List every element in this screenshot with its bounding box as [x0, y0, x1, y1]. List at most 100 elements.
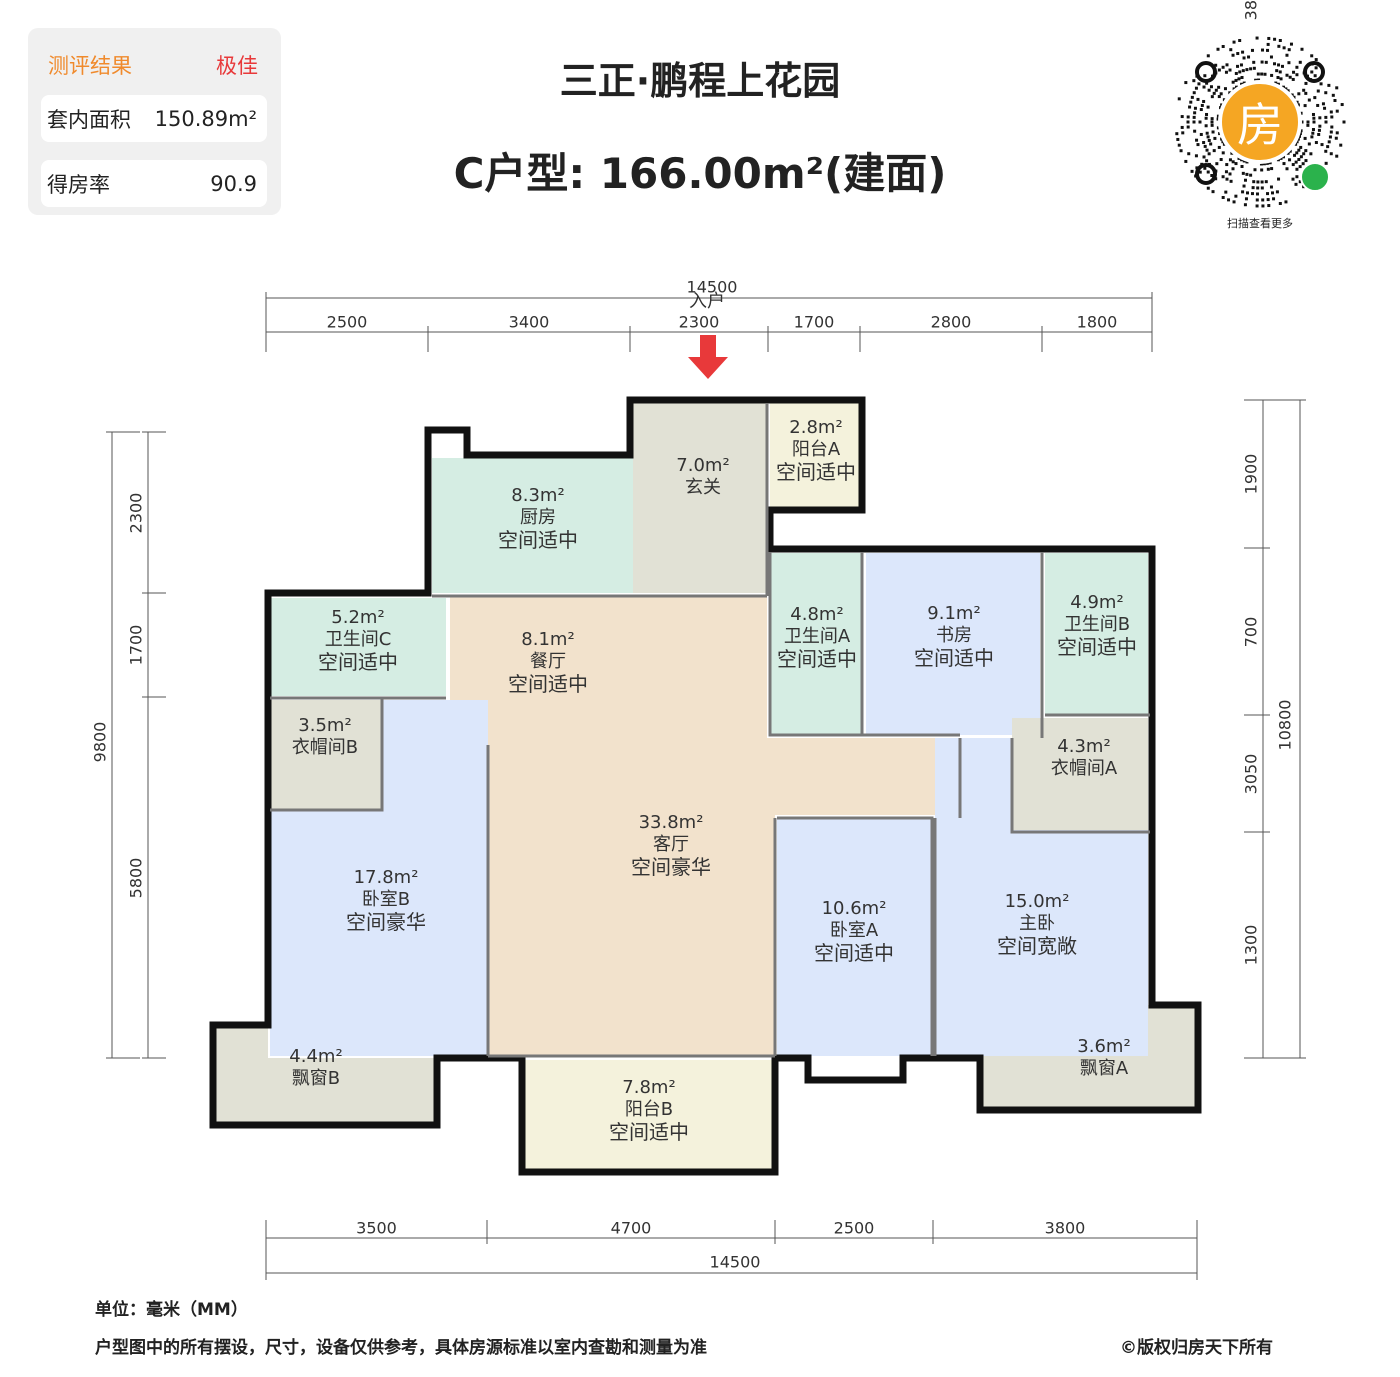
room-quality: 空间适中: [508, 672, 588, 696]
room-area: 4.4m²: [289, 1046, 343, 1067]
room-area: 3.6m²: [1077, 1036, 1131, 1057]
room-name: 卫生间B: [1063, 614, 1131, 635]
room-name: 阳台B: [624, 1099, 674, 1120]
dimension-label: 2300: [678, 312, 720, 332]
room-name: 飘窗B: [291, 1068, 341, 1089]
room-name: 厨房: [520, 507, 556, 528]
room-name: 客厅: [653, 834, 689, 855]
room-fill: [450, 596, 960, 1056]
interior-walls: [270, 403, 1150, 1058]
room-quality: 空间适中: [609, 1120, 689, 1144]
efficiency-value: 90.9: [210, 171, 257, 196]
dimension-label: 10800: [1275, 699, 1295, 751]
project-name: 三正·鹏程上花园: [559, 59, 841, 103]
room-name: 玄关: [685, 477, 721, 498]
dimension-label: 2800: [930, 312, 972, 332]
room-area: 8.3m²: [511, 485, 565, 506]
room-name: 餐厅: [530, 651, 566, 672]
dimension-label: 2500: [326, 312, 368, 332]
room-area: 33.8m²: [638, 812, 704, 833]
room-area: 17.8m²: [353, 867, 419, 888]
dimension-label: 1300: [1241, 924, 1261, 966]
unit-type: C户型: 166.00m²(建面): [453, 149, 947, 198]
dimension-label: 3400: [508, 312, 550, 332]
room-area: 9.1m²: [927, 603, 981, 624]
inner-area-value: 150.89m²: [154, 106, 257, 131]
dimension-label: 2300: [126, 492, 146, 533]
room-name: 卫生间A: [783, 626, 851, 647]
room-name: 书房: [936, 625, 972, 646]
room-fill: [1045, 553, 1148, 715]
exterior-walls: [209, 396, 1202, 1176]
room-quality: 空间适中: [318, 650, 398, 674]
entrance-arrow-icon: [688, 332, 728, 379]
room-name: 飘窗A: [1079, 1058, 1129, 1079]
room-quality: 空间适中: [776, 460, 856, 484]
dimension-label: 1700: [793, 312, 835, 332]
fang-logo-icon: 房: [1218, 80, 1302, 164]
room-quality: 空间适中: [498, 528, 578, 552]
rating-verdict: 极佳: [216, 54, 258, 78]
inner-area-row: 套内面积 150.89m²: [41, 95, 267, 142]
room-name: 衣帽间A: [1050, 758, 1118, 779]
qr-code[interactable]: 房: [1170, 32, 1350, 212]
room-area: 10.6m²: [821, 898, 887, 919]
dimension-label: 14500: [709, 1252, 761, 1272]
room-area: 4.9m²: [1070, 592, 1124, 613]
unit-note: 单位：毫米（MM）: [95, 1300, 248, 1320]
room-name: 衣帽间B: [291, 737, 359, 758]
room-fill: [866, 553, 1040, 735]
room-area: 4.3m²: [1057, 736, 1111, 757]
room-fill: [777, 818, 932, 1056]
dimension-label: 700: [1241, 616, 1261, 647]
dimension-label: 1800: [1076, 312, 1118, 332]
room-fill: [213, 1028, 437, 1122]
qr-caption: 扫描查看更多: [1227, 217, 1293, 230]
room-name: 阳台A: [791, 439, 841, 460]
room-name: 主卧: [1019, 913, 1055, 934]
room-area: 15.0m²: [1004, 891, 1070, 912]
disclaimer: 户型图中的所有摆设，尺寸，设备仅供参考，具体房源标准以室内查勘和测量为准: [95, 1338, 707, 1358]
room-quality: 空间豪华: [346, 910, 426, 934]
room-fill: [633, 403, 767, 593]
inner-area-label: 套内面积: [47, 107, 131, 132]
room-fill: [432, 458, 645, 593]
room-fill: [270, 700, 382, 810]
dimension-label: 1900: [1241, 453, 1261, 495]
room-quality: 空间适中: [1057, 635, 1137, 659]
dimension-label: 1700: [126, 624, 146, 666]
room-area: 8.1m²: [521, 629, 575, 650]
room-fill: [525, 1060, 775, 1170]
dimension-label: 3500: [356, 1218, 397, 1238]
dimension-label: 5800: [126, 857, 146, 898]
room-area: 4.8m²: [790, 604, 844, 625]
room-quality: 空间适中: [914, 646, 994, 670]
dimension-label: 3850: [1241, 0, 1261, 21]
copyright: ©版权归房天下所有: [1120, 1338, 1273, 1358]
dimension-label: 14500: [686, 277, 738, 297]
room-name: 卧室B: [361, 889, 411, 910]
room-fill: [270, 598, 446, 696]
room-area: 2.8m²: [789, 417, 843, 438]
dimension-label: 2500: [833, 1218, 875, 1238]
dimension-label: 3800: [1044, 1218, 1086, 1238]
mini-program-icon: [1300, 162, 1330, 192]
dimension-label: 9800: [90, 721, 110, 763]
room-quality: 空间豪华: [631, 855, 711, 879]
room-quality: 空间宽敞: [997, 934, 1077, 958]
